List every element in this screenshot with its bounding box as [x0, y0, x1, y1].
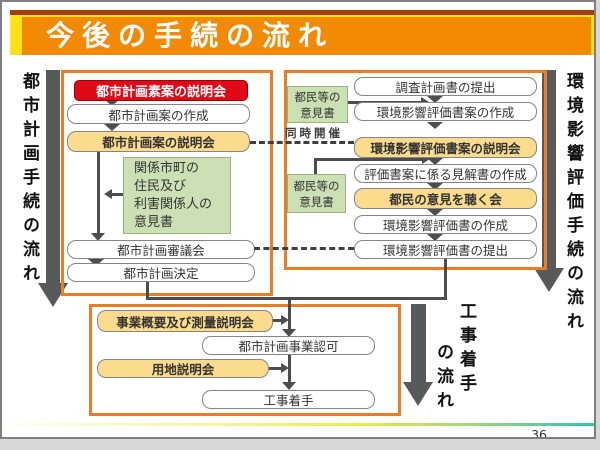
title-bar-yellow-edge — [591, 15, 594, 55]
simultaneous-link-dashed-line — [250, 141, 354, 144]
right-arrowhead-icon — [281, 363, 289, 373]
flow-step-citizens-hearing: 都民の意見を聴く会 — [354, 188, 537, 209]
connector-line — [444, 259, 447, 299]
page-number: 36 — [531, 427, 547, 439]
opinion-line: 都民等の — [293, 178, 340, 193]
right-arrowhead-icon — [422, 154, 430, 164]
flow-step-site-briefing: 用地説明会 — [97, 359, 269, 378]
construction-flow-label-col1: 工事着手 — [456, 302, 476, 398]
flow-step-plan-briefing: 都市計画案の説明会 — [67, 131, 250, 152]
citizens-opinion-box-2: 都民等の 意見書 — [287, 174, 346, 213]
connector-line — [146, 297, 447, 300]
opinion-line: 都民等の — [294, 89, 341, 104]
right-arrowhead-icon — [281, 315, 289, 325]
connector-line — [273, 319, 282, 322]
flow-step-draft-eia-briefing: 環境影響評価書案の説明会 — [354, 137, 537, 158]
left-arrowhead-icon — [104, 189, 112, 199]
down-arrowhead-icon — [427, 96, 443, 103]
page-title: 今後の手続の流れ — [46, 19, 335, 52]
connector-line — [314, 158, 424, 161]
connector-line — [97, 152, 100, 234]
construction-flow-arrow-shaft — [411, 304, 426, 384]
connector-line — [314, 159, 317, 175]
down-arrowhead-icon — [427, 183, 443, 190]
down-arrowhead-icon — [427, 234, 443, 241]
flow-step-draft-eia-preparation: 環境影響評価書案の作成 — [354, 102, 537, 121]
opinion-line: 関係市町の — [134, 160, 200, 176]
construction-panel — [89, 304, 401, 416]
opinion-line: 利害関係人の — [134, 196, 213, 212]
flow-step-views-document-preparation: 評価書案に係る見解書の作成 — [354, 164, 537, 183]
simultaneous-link-dashed-line — [254, 247, 354, 250]
slide: 今後の手続の流れ 都市計画手続の流れ 環境影響評価手続の流れ 工事着手 の流れ … — [0, 0, 596, 439]
simultaneous-label: 同時開催 — [285, 126, 343, 140]
down-arrowhead-icon — [282, 329, 296, 337]
footer-divider — [4, 423, 594, 426]
flow-step-construction-start: 工事着手 — [202, 390, 375, 409]
title-bar-yellow-stripe — [10, 15, 22, 55]
connector-line — [288, 299, 291, 330]
down-arrowhead-icon — [104, 99, 120, 106]
citizens-opinion-box-1: 都民等の 意見書 — [287, 86, 348, 123]
flow-step-plan-decision: 都市計画決定 — [67, 263, 255, 282]
down-arrowhead-icon — [427, 209, 443, 216]
connector-line — [146, 282, 149, 299]
down-arrowhead-icon — [427, 158, 443, 165]
residents-opinion-box: 関係市町の 住民及び 利害関係人の 意見書 — [123, 157, 231, 234]
down-arrowhead-icon — [282, 382, 296, 390]
flow-step-eia-submission: 環境影響評価書の提出 — [354, 240, 537, 259]
eia-flow-label: 環境影響評価手続の流れ — [563, 72, 583, 336]
construction-flow-arrow-icon — [403, 382, 433, 406]
connector-line — [269, 367, 281, 370]
eia-flow-arrow-icon — [534, 268, 564, 292]
flow-step-planning-council: 都市計画審議会 — [67, 240, 255, 259]
title-bar-background: 今後の手続の流れ — [22, 15, 591, 55]
flow-step-project-approval: 都市計画事業認可 — [202, 336, 375, 355]
opinion-line: 住民及び — [134, 178, 187, 194]
flow-step-project-survey-briefing: 事業概要及び測量説明会 — [97, 310, 273, 332]
urban-planning-flow-label: 都市計画手続の流れ — [19, 72, 39, 288]
opinion-line: 意見書 — [299, 194, 334, 209]
connector-line — [288, 355, 291, 383]
flow-step-eia-preparation: 環境影響評価書の作成 — [354, 215, 537, 234]
flow-step-draft-plan-briefing: 都市計画素案の説明会 — [74, 80, 248, 101]
title-bar: 今後の手続の流れ — [10, 10, 594, 55]
eia-panel — [284, 70, 547, 270]
flow-step-survey-plan-submission: 調査計画書の提出 — [354, 77, 537, 96]
flow-step-plan-preparation: 都市計画案の作成 — [67, 104, 250, 124]
urban-planning-flow-arrow-shaft — [46, 70, 60, 285]
urban-planning-panel — [61, 70, 273, 296]
down-arrowhead-icon — [427, 122, 443, 129]
title-bar-top-stripe — [10, 10, 594, 15]
down-arrowhead-icon — [104, 124, 120, 131]
connector-line — [112, 193, 124, 196]
opinion-line: 意見書 — [300, 105, 335, 120]
construction-flow-label-col2: の流れ — [433, 343, 453, 415]
opinion-line: 意見書 — [134, 214, 174, 230]
down-arrowhead-icon — [88, 259, 104, 266]
down-arrowhead-icon — [91, 233, 105, 241]
